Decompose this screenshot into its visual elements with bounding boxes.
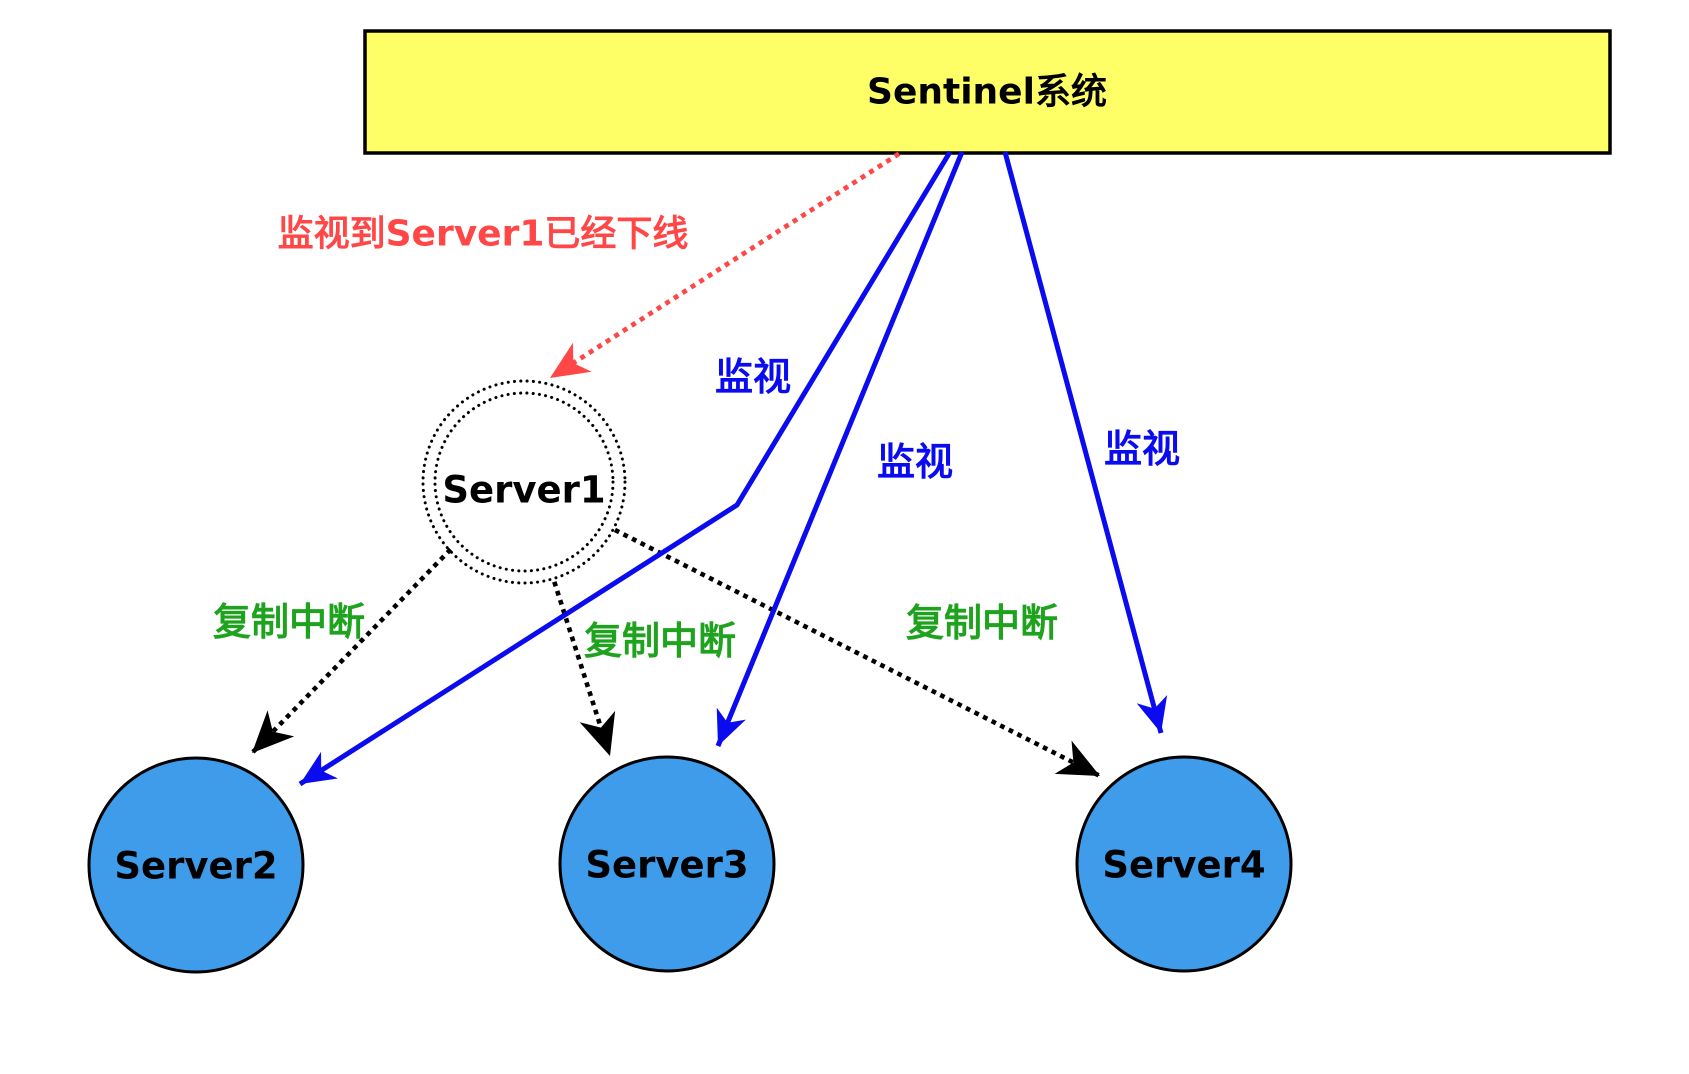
server1-node-outer-ring: [421, 379, 627, 585]
monitor-arrow-server3: [715, 151, 965, 747]
sentinel-system-title: Sentinel系统: [867, 72, 1107, 113]
server1-node-inner-ring: [433, 391, 615, 573]
server2-label: Server2: [114, 845, 277, 888]
replication-broken-arrow-server3: [552, 581, 616, 759]
server3-node: [558, 755, 776, 973]
server4-label: Server4: [1102, 844, 1265, 887]
monitor-arrow-server2: [298, 150, 953, 787]
monitor-arrow-server4: [1002, 151, 1168, 734]
server2-node: [87, 756, 305, 974]
sentinel-system-box: [363, 29, 1612, 155]
monitor-label-server4: 监视: [1104, 427, 1180, 471]
server4-node: [1075, 755, 1293, 973]
replication-broken-label-server3: 复制中断: [584, 619, 736, 663]
replication-broken-arrow-server2: [248, 547, 453, 757]
replication-broken-arrow-server4: [613, 527, 1104, 780]
server1-label: Server1: [442, 469, 605, 512]
offline-detected-label: 监视到Server1已经下线: [278, 214, 689, 255]
monitor-label-server2: 监视: [715, 355, 791, 399]
offline-detected-arrow-server1: [546, 151, 901, 382]
replication-broken-label-server2: 复制中断: [213, 600, 365, 644]
monitor-label-server3: 监视: [877, 440, 953, 484]
server3-label: Server3: [585, 844, 748, 887]
replication-broken-label-server4: 复制中断: [906, 601, 1058, 645]
